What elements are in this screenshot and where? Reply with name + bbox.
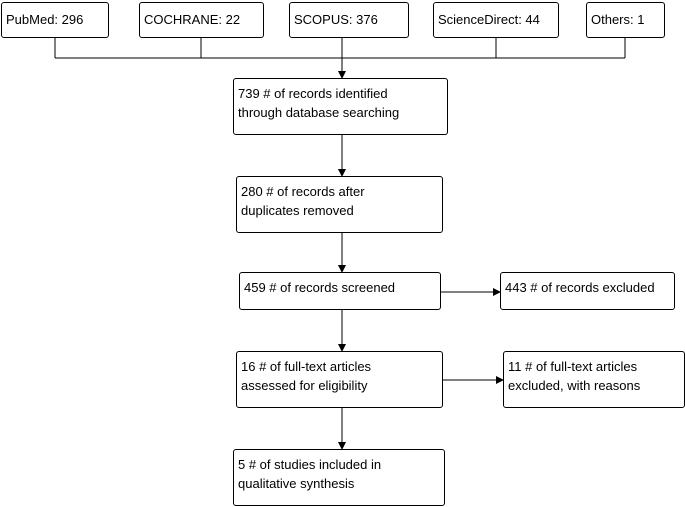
- source-box-cochrane: COCHRANE: 22: [139, 2, 264, 38]
- records-excluded-box: 443 # of records excluded: [500, 272, 675, 310]
- duplicates-removed-box: 280 # of records after duplicates remove…: [236, 176, 443, 233]
- source-box-pubmed: PubMed: 296: [1, 2, 109, 38]
- fulltext-assessed-box: 16 # of full-text articles assessed for …: [236, 351, 443, 408]
- fulltext-excluded-box: 11 # of full-text articles excluded, wit…: [503, 351, 685, 408]
- records-screened-box: 459 # of records screened: [239, 272, 441, 310]
- source-box-others: Others: 1: [586, 2, 665, 38]
- studies-included-box: 5 # of studies included in qualitative s…: [233, 449, 445, 506]
- source-box-scopus: SCOPUS: 376: [289, 2, 409, 38]
- records-identified-box: 739 # of records identified through data…: [233, 78, 448, 135]
- source-box-sciencedirect: ScienceDirect: 44: [433, 2, 559, 38]
